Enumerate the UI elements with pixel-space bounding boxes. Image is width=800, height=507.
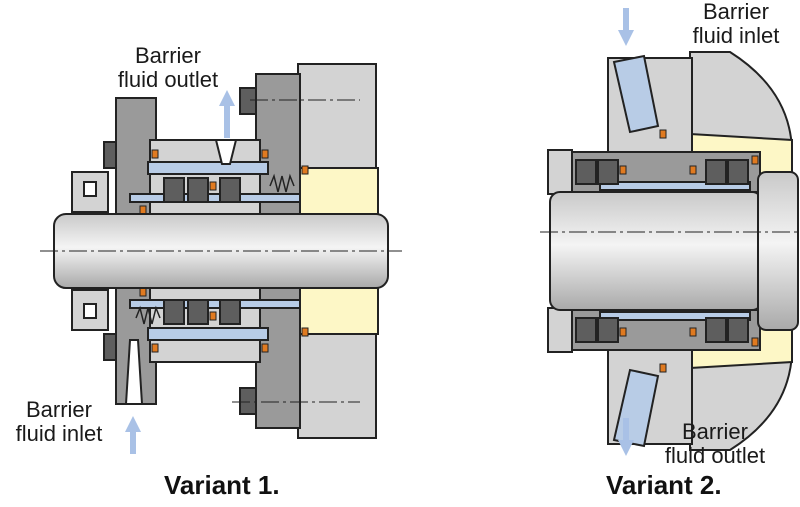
v2-outlet-label-line2: fluid outlet	[664, 443, 766, 468]
v2-fluid-channel-upper	[599, 181, 751, 191]
v2-shaft-shoulder	[757, 171, 799, 331]
v1-ring-5	[187, 299, 209, 325]
v1-inner-channel-lower	[129, 299, 301, 309]
v1-outlet-label-line2: fluid outlet	[117, 67, 219, 92]
v1-ring-2	[187, 177, 209, 203]
v2-ring-1	[575, 159, 597, 185]
v2-collar-lower	[547, 307, 573, 353]
v2-collar-upper	[547, 149, 573, 195]
v2-ring-4	[727, 159, 749, 185]
v2-ring-6	[597, 317, 619, 343]
variant2-caption: Variant 2.	[606, 470, 722, 500]
variant2-drawing	[540, 51, 799, 451]
v1-clamp-nut-lower	[83, 303, 97, 319]
v2-fluid-channel-lower	[599, 311, 751, 321]
v2-outlet-label: Barrier fluid outlet	[640, 420, 790, 468]
v1-ring-6	[219, 299, 241, 325]
v1-ring-1	[163, 177, 185, 203]
v1-outlet-label-line1: Barrier	[134, 43, 201, 68]
v1-outlet-arrow	[219, 90, 235, 138]
v1-bolt-upper-left	[103, 141, 117, 169]
v2-ring-2	[597, 159, 619, 185]
v2-inlet-label-line2: fluid inlet	[692, 23, 780, 48]
variant1-caption: Variant 1.	[164, 470, 280, 500]
v2-ring-8	[727, 317, 749, 343]
v1-bolt-upper-right	[239, 87, 257, 115]
v2-outlet-arrow	[618, 418, 634, 456]
v1-fluid-channel-upper	[147, 161, 269, 175]
v2-ring-5	[575, 317, 597, 343]
v2-inlet-label-line1: Barrier	[702, 0, 769, 24]
v1-inner-channel-upper	[129, 193, 301, 203]
v1-inlet-arrow	[125, 416, 141, 454]
v1-inlet-label-line2: fluid inlet	[15, 421, 103, 446]
v1-outlet-port	[214, 139, 238, 165]
v1-spring-lower	[135, 305, 161, 325]
variant1-drawing	[40, 63, 402, 439]
v1-outlet-label: Barrier fluid outlet	[98, 44, 238, 92]
v2-ring-3	[705, 159, 727, 185]
v1-cavity-upper	[299, 167, 379, 215]
v1-fluid-channel-lower	[147, 327, 269, 341]
v1-cavity-lower	[299, 287, 379, 335]
v2-outlet-label-line1: Barrier	[681, 419, 748, 444]
v1-bolt-lower-right	[239, 387, 257, 415]
v2-inlet-label: Barrier fluid inlet	[672, 0, 800, 48]
v1-ring-4	[163, 299, 185, 325]
v2-ring-7	[705, 317, 727, 343]
v2-inlet-arrow	[618, 8, 634, 46]
v1-clamp-upper	[71, 171, 109, 213]
v1-ring-3	[219, 177, 241, 203]
v1-spring-upper	[269, 173, 295, 193]
v1-bolt-lower-left	[103, 333, 117, 361]
v1-orings	[139, 149, 309, 353]
v2-orings	[619, 129, 759, 373]
v1-inlet-label-line1: Barrier	[25, 397, 92, 422]
v1-clamp-nut-upper	[83, 181, 97, 197]
v1-inlet-port	[124, 339, 144, 405]
v1-inlet-label: Barrier fluid inlet	[0, 398, 118, 446]
v2-port-body-upper	[612, 54, 660, 134]
v2-shaft	[549, 191, 763, 311]
